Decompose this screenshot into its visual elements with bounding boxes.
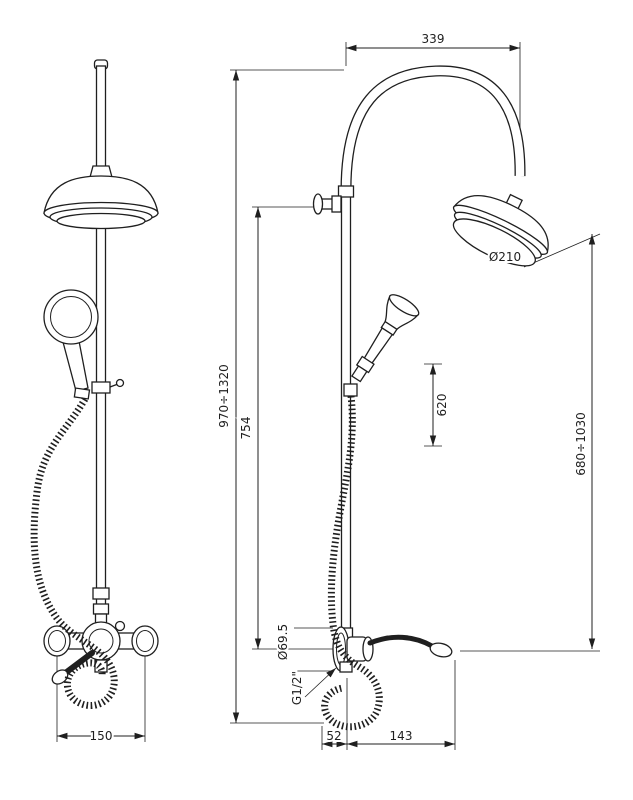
- mixer-lever-side: [367, 634, 435, 649]
- wall-mixer-front: [43, 603, 159, 685]
- hand-shower-handle: [62, 340, 89, 392]
- lower-bracket: [92, 587, 110, 600]
- dim-head-height-label: 680÷1030: [574, 412, 588, 476]
- hand-shower-side: [343, 294, 420, 397]
- dim-inlet-centers-label: 150: [90, 729, 113, 743]
- shower-hose-side: [321, 395, 383, 731]
- lever-grip: [51, 669, 69, 685]
- dim-spout-reach-label: 143: [390, 729, 413, 743]
- slider-bracket: [91, 378, 125, 394]
- dim-top-width-label: 339: [422, 32, 445, 46]
- pipe-union-nut: [337, 185, 355, 198]
- wall-mixer-side: [332, 626, 453, 673]
- rain-shower-head: [43, 165, 159, 230]
- lever-grip-side: [429, 642, 453, 658]
- wall-bracket: [312, 193, 342, 215]
- hose-nut: [73, 387, 91, 400]
- dim-overall-height-label: 970÷1320: [217, 364, 231, 428]
- dim-thread-size-label: G1/2": [290, 671, 304, 705]
- slider-knob: [115, 378, 125, 388]
- dim-handset-travel-label: 620: [435, 394, 449, 417]
- side-view: Ø210: [312, 65, 549, 731]
- dim-head-diameter-label: Ø210: [489, 250, 521, 264]
- dim-flange-diameter-label: Ø69.5: [276, 624, 290, 660]
- handset-holder: [343, 383, 358, 397]
- rain-shower-head-side: [452, 193, 549, 267]
- hose-outlet-nut-side: [339, 661, 353, 673]
- dimension-lines: 339 970÷1320 754 680÷1030 620 Ø69.5 G1/2…: [56, 30, 601, 750]
- diverter-knob: [114, 620, 126, 632]
- hand-shower-front: [43, 289, 99, 400]
- dim-hose-offset-label: 52: [326, 729, 341, 743]
- front-view: [30, 59, 159, 709]
- riser-pipe: [95, 65, 107, 627]
- dim-column-height-label: 754: [239, 417, 253, 440]
